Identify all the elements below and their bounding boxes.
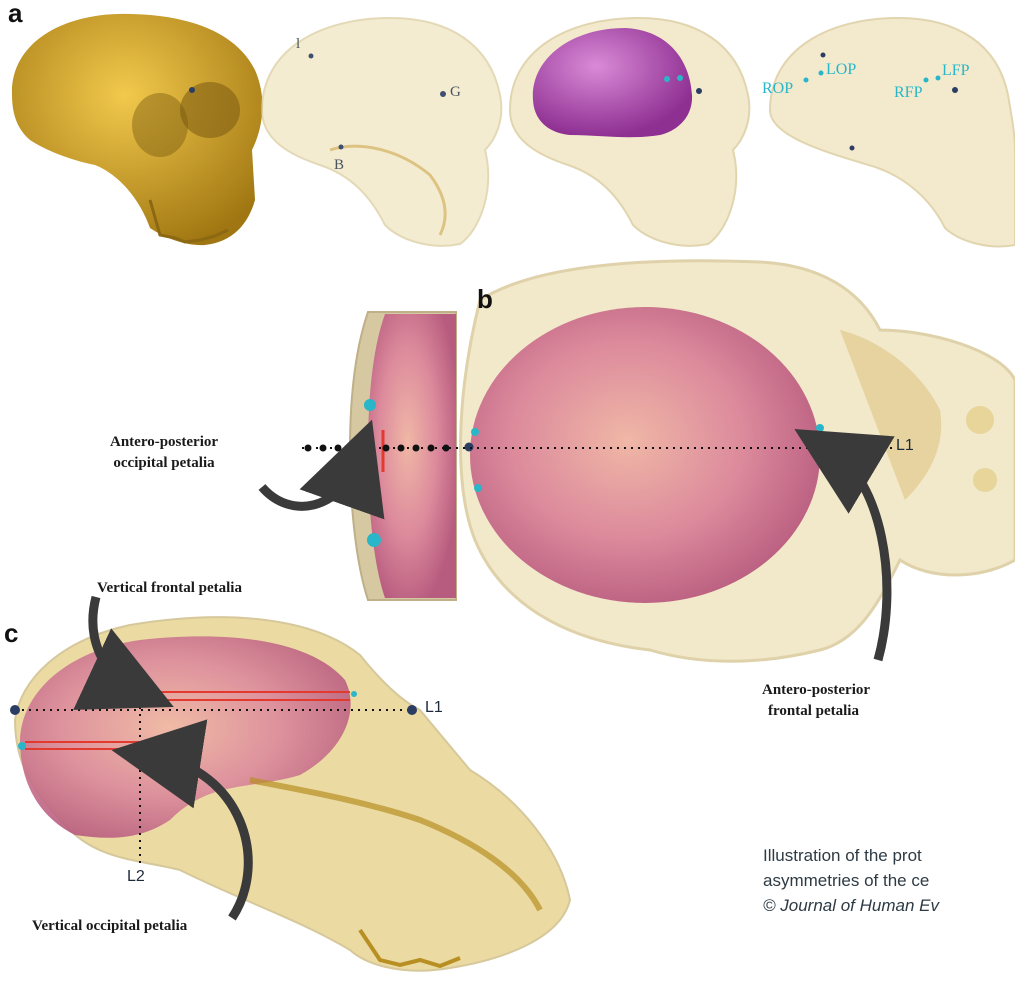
landmark-label-g: G [450,84,461,101]
arrow-ap-occipital [262,462,357,506]
callout-vertical-occipital: Vertical occipital petalia [32,916,187,937]
skull-opaque [12,14,263,245]
panel-label-a: a [8,0,22,29]
skull-superior-view [461,261,1015,661]
landmark-label-rfp: RFP [894,84,922,102]
callout-ap-occipital-line2: occipital petalia [110,453,218,474]
caption-source: © Journal of Human Ev [763,893,1015,918]
line-label-l2: L2 [127,868,145,886]
l1-c-endpoint-right [407,705,417,715]
skull-with-endocast [510,18,749,246]
panel-label-c: c [4,618,18,649]
caption-line-1: Illustration of the prot [763,843,1015,868]
callout-vertical-frontal: Vertical frontal petalia [97,578,242,599]
callout-ap-occipital-line1: Antero-posterior [110,432,218,453]
line-label-l1-b: L1 [896,437,914,455]
callout-ap-frontal-line2: frontal petalia [762,701,870,722]
landmark-label-rop: ROP [762,80,793,98]
callout-ap-occipital: Antero-posterior occipital petalia [110,432,218,474]
landmark-label-b: B [334,157,344,174]
landmark-label-l: l [296,36,300,53]
callout-ap-frontal-line1: Antero-posterior [762,680,870,701]
caption-line-2: asymmetries of the ce [763,868,1015,893]
landmark-label-lfp: LFP [942,62,970,80]
callout-ap-frontal: Antero-posterior frontal petalia [762,680,870,722]
skull-with-petalia-landmarks [770,18,1015,246]
line-label-l1-c: L1 [425,699,443,717]
figure-caption: Illustration of the prot asymmetries of … [763,843,1015,918]
occipital-inset [350,312,456,600]
l1-c-endpoint-left [10,705,20,715]
panel-label-b: b [477,284,493,315]
landmark-label-lop: LOP [826,61,856,79]
